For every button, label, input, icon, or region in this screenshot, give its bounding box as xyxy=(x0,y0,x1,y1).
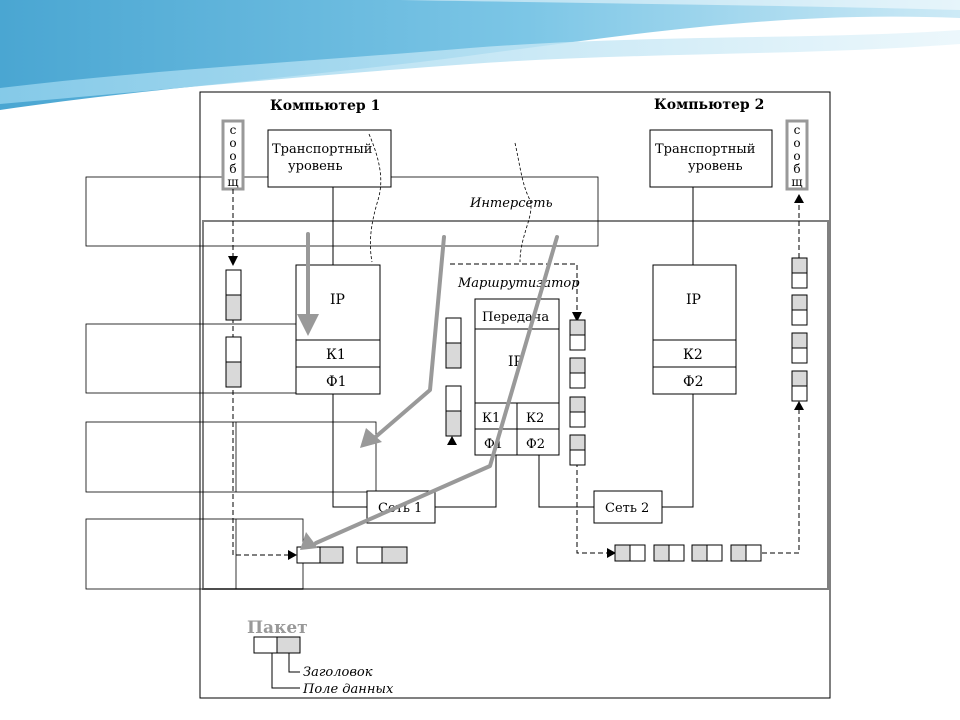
comp2-ip-label: IP xyxy=(686,292,701,308)
packet-bottom-2 xyxy=(356,546,408,564)
gray-arrows xyxy=(306,232,559,545)
packet-router-out-4 xyxy=(569,434,586,466)
packet-right-2 xyxy=(791,294,808,326)
legend-packet xyxy=(253,636,301,689)
packets xyxy=(225,257,808,564)
comp2-ip-box xyxy=(652,264,737,341)
router-f2-label: Ф2 xyxy=(526,437,545,452)
router-k2-label: К2 xyxy=(526,411,544,426)
internet-frame xyxy=(202,220,829,590)
comp2-f-box xyxy=(652,366,737,395)
router-transfer-label: Передача xyxy=(482,310,549,325)
arrowheads xyxy=(228,194,804,560)
message-box-right xyxy=(785,119,809,191)
boundary-line-1 xyxy=(368,133,382,263)
packet-router-out-2 xyxy=(569,357,586,389)
transport-box-2 xyxy=(649,129,773,188)
comp1-f-box xyxy=(295,366,381,395)
transport-box-1 xyxy=(267,129,392,188)
packet-left-2 xyxy=(225,336,242,388)
comp2-f-label: Ф2 xyxy=(683,374,704,390)
transport-label-2a: Транспортный xyxy=(655,142,755,157)
packet-router-out-1 xyxy=(569,319,586,351)
packet-router-out-3 xyxy=(569,396,586,428)
packet-bottom-4 xyxy=(653,544,685,562)
packet-right-4 xyxy=(791,370,808,402)
packet-router-in-2 xyxy=(445,385,462,437)
router-title: Маршрутизатор xyxy=(457,276,580,291)
comp1-k-box xyxy=(295,339,381,368)
comp1-k-label: К1 xyxy=(326,347,346,363)
computer2-title: Компьютер 2 xyxy=(654,97,764,113)
net2-label: Сеть 2 xyxy=(605,501,649,516)
header-banner xyxy=(0,0,960,110)
outer-frame xyxy=(199,91,831,699)
transport-label-2b: уровень xyxy=(688,159,743,174)
computer1-title: Компьютер 1 xyxy=(270,98,380,114)
packet-bottom-5 xyxy=(691,544,723,562)
comp2-k-label: К2 xyxy=(683,347,703,363)
legend-title: Пакет xyxy=(247,618,308,638)
legend-header: Заголовок xyxy=(303,665,373,680)
wiring xyxy=(332,394,694,508)
packet-left-1 xyxy=(225,269,242,321)
packet-right-3 xyxy=(791,332,808,364)
comp2-k-box xyxy=(652,339,737,368)
packet-right-1 xyxy=(791,257,808,289)
router-k1-label: К1 xyxy=(482,411,500,426)
comp1-ip-label: IP xyxy=(330,292,345,308)
internet-label: Интерсеть xyxy=(469,196,553,211)
legend-data-field: Поле данных xyxy=(302,682,394,697)
comp1-f-label: Ф1 xyxy=(326,374,347,390)
packet-router-in-1 xyxy=(445,317,462,369)
packet-bottom-1 xyxy=(296,546,344,564)
transport-label-1b: уровень xyxy=(288,159,343,174)
boundary-line-2 xyxy=(514,142,532,263)
net2-box xyxy=(593,490,663,524)
flow-dashed xyxy=(232,189,800,556)
packet-bottom-3 xyxy=(614,544,646,562)
transport-label-1a: Транспортный xyxy=(272,142,372,157)
gray-arrowheads xyxy=(297,314,382,550)
packet-bottom-6 xyxy=(730,544,762,562)
